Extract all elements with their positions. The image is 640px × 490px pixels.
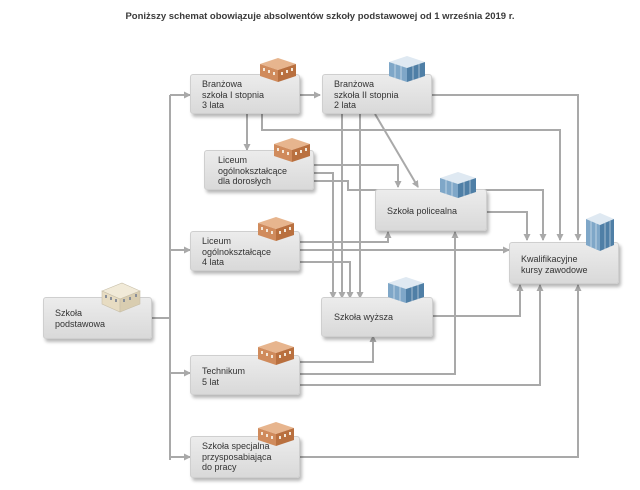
node-branzowa-szkola-1: Branżowa szkoła I stopnia 3 lata [190, 74, 300, 114]
diagram-title: Poniższy schemat obowiązuje absolwentów … [125, 11, 515, 22]
tower-building-icon [586, 213, 614, 251]
connector-l4-to-wyzsza [300, 261, 354, 299]
glass-building-icon [388, 277, 424, 303]
connector-tech-to-policealna [300, 231, 459, 375]
node-branzowa-szkola-2: Branżowa szkoła II stopnia 2 lata [322, 74, 432, 114]
connector-ld-to-kursy [314, 180, 547, 241]
node-label: Szkoła wyższa [334, 312, 394, 322]
node-szkola-policealna: Szkoła policealna [375, 189, 487, 231]
node-label: Szkoła policealna [387, 206, 458, 216]
connector-tech-to-kursy [300, 284, 544, 386]
node-label: Liceum ogólnokształcące 4 lata [202, 236, 272, 267]
node-label: Szkoła podstawowa [55, 308, 106, 329]
school-building-icon [101, 282, 141, 313]
brick-building-icon [258, 422, 294, 446]
node-label: Liceum ogólnokształcące dla dorosłych [218, 155, 288, 186]
brick-building-icon [258, 217, 294, 241]
connector-ld-to-policealna [314, 164, 402, 188]
connector-specjalna-to-kursy [300, 284, 582, 458]
node-label: Branżowa szkoła II stopnia 2 lata [334, 79, 399, 110]
node-label: Szkoła specjalna przysposabiająca do pra… [202, 441, 272, 472]
brick-building-icon [274, 138, 310, 162]
glass-building-icon [440, 172, 476, 198]
connector-policealna-to-kursy [487, 211, 531, 241]
connector-tech-to-wyzsza [300, 335, 377, 363]
node-label: Kwalifikacyjne kursy zawodowe [521, 254, 588, 275]
node-label: Technikum 5 lat [202, 366, 246, 387]
connector-b1-to-kursy [261, 114, 564, 241]
glass-building-icon [389, 56, 425, 82]
brick-building-icon [260, 58, 296, 82]
node-szkola-wyzsza: Szkoła wyższa [321, 297, 433, 337]
brick-building-icon [258, 341, 294, 365]
connector-wyzsza-to-kursy [433, 284, 524, 317]
connector-b2-to-kursy [432, 94, 582, 241]
connector-ld-to-wyzsza [314, 172, 337, 299]
connector-l4-to-policealna [300, 231, 392, 243]
node-label: Branżowa szkoła I stopnia 3 lata [202, 79, 265, 110]
connector-b2-to-policealna [374, 113, 419, 188]
